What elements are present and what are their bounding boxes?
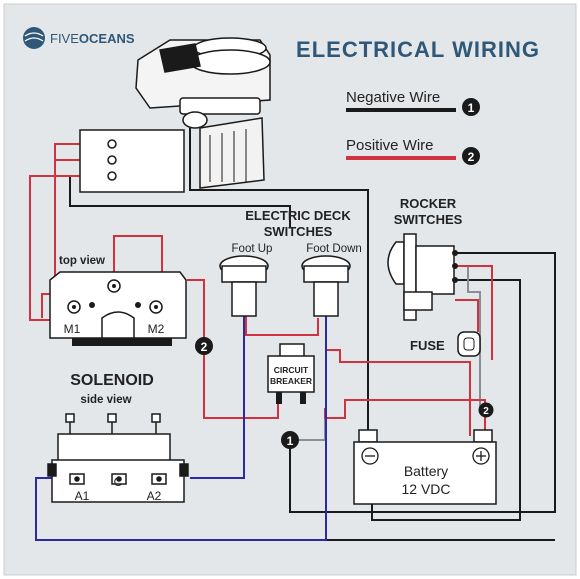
brand-name: FIVEOCEANS <box>50 31 135 46</box>
rocker-switch-lower <box>403 291 433 311</box>
marker-positive-battery: 2 <box>478 402 494 418</box>
legend-positive-marker <box>462 147 480 165</box>
deck-switches-title-1: ELECTRIC DECK <box>245 208 351 223</box>
pos-wire-to-breaker <box>187 279 279 419</box>
rocker-switches: ROCKER SWITCHES <box>387 196 463 321</box>
marker-positive-left: 2 <box>195 337 213 355</box>
breaker-body <box>267 355 315 393</box>
top-view-label: top view <box>59 255 105 267</box>
circuit-breaker: CIRCUIT BREAKER <box>267 343 315 404</box>
rocker-title-1: ROCKER <box>400 196 457 211</box>
pos-wire-fuse <box>455 299 479 332</box>
solenoid-side-view <box>47 413 189 503</box>
solenoid-side-body <box>57 433 171 465</box>
battery-pos-post <box>473 429 493 443</box>
m2-label: M2 <box>148 322 165 336</box>
foot-up-label: Foot Up <box>232 243 273 255</box>
neg-wire-winch-to-battery <box>189 128 369 432</box>
foot-down-switch-rim <box>303 265 349 283</box>
breaker-label-1: CIRCUIT <box>274 365 309 375</box>
a2-label: A2 <box>147 489 162 503</box>
deck-switches: ELECTRIC DECK SWITCHES Foot Up Foot Down <box>219 208 362 317</box>
battery-label: Battery <box>404 463 448 479</box>
marker-negative-center-number: 1 <box>287 434 294 448</box>
neg-wire-rocker-return <box>371 279 521 521</box>
legend-negative-label: Negative Wire <box>346 89 440 106</box>
fuse-label: FUSE <box>410 338 445 353</box>
legend-negative-marker <box>462 98 480 116</box>
gearbox-housing <box>199 117 265 189</box>
foot-up-switch-rim <box>221 265 267 283</box>
blue-wires <box>35 316 327 541</box>
foot-down-switch-body <box>313 281 339 317</box>
pos-wire-motor-2 <box>41 160 56 318</box>
marker-negative-center: 1 <box>281 431 299 449</box>
windlass-shaft <box>182 111 208 129</box>
blue-wire-footup-to-a2 <box>190 316 245 479</box>
motor-terminal-1 <box>107 139 117 149</box>
deck-switches-title-2: SWITCHES <box>264 224 333 239</box>
brand-logo: FIVEOCEANS <box>23 27 135 49</box>
solenoid-top-base <box>72 338 172 346</box>
legend-positive-label: Positive Wire <box>346 137 434 154</box>
windlass-cap <box>159 43 201 73</box>
marker-positive-left-number: 2 <box>201 340 208 354</box>
pos-wire-top-solenoid <box>113 235 163 298</box>
battery: Battery 12 VDC <box>353 429 497 505</box>
side-terminal-2 <box>107 413 117 423</box>
breaker-label-2: BREAKER <box>270 376 312 386</box>
windlass-drum-mid <box>189 49 271 75</box>
rocker-title-2: SWITCHES <box>394 212 463 227</box>
pos-wire-rocker <box>455 265 493 360</box>
solenoid-top-body <box>49 271 187 339</box>
legend: Negative Wire 1 Positive Wire 2 <box>346 89 480 165</box>
diagram-title: ELECTRICAL WIRING <box>296 37 540 62</box>
side-terminal-3 <box>151 413 161 423</box>
motor-terminal-3 <box>107 171 117 181</box>
rocker-switch-body <box>415 245 455 295</box>
pos-wire-to-battery <box>325 349 471 436</box>
solenoid-top-view: top view M1 M2 <box>49 255 187 346</box>
windlass-winch <box>79 37 271 193</box>
fuse: FUSE <box>410 331 481 357</box>
windlass-base <box>179 97 261 115</box>
legend-positive-number: 2 <box>468 150 475 164</box>
m1-label: M1 <box>64 322 81 336</box>
side-terminal-1 <box>65 413 75 423</box>
side-view-label: side view <box>80 394 131 406</box>
marker-positive-battery-number: 2 <box>483 406 489 417</box>
legend-negative-number: 1 <box>468 101 475 115</box>
pos-wire-switch-link <box>245 316 319 336</box>
solenoid-title: SOLENOID <box>70 372 154 389</box>
motor-body <box>79 129 185 193</box>
blue-wire-footdown-to-a1 <box>35 316 327 541</box>
foot-up-switch-body <box>231 281 257 317</box>
neg-wire-battery-rocker <box>289 252 556 513</box>
foot-down-label: Foot Down <box>306 243 362 255</box>
c-label: C <box>114 475 123 489</box>
a1-label: A1 <box>75 489 90 503</box>
battery-neg-post <box>358 429 378 443</box>
motor-terminal-2 <box>107 155 117 165</box>
rocker-switch-paddle <box>387 241 405 285</box>
pos-wire-motor-to-m1 <box>29 175 94 321</box>
battery-voltage-label: 12 VDC <box>401 481 450 497</box>
